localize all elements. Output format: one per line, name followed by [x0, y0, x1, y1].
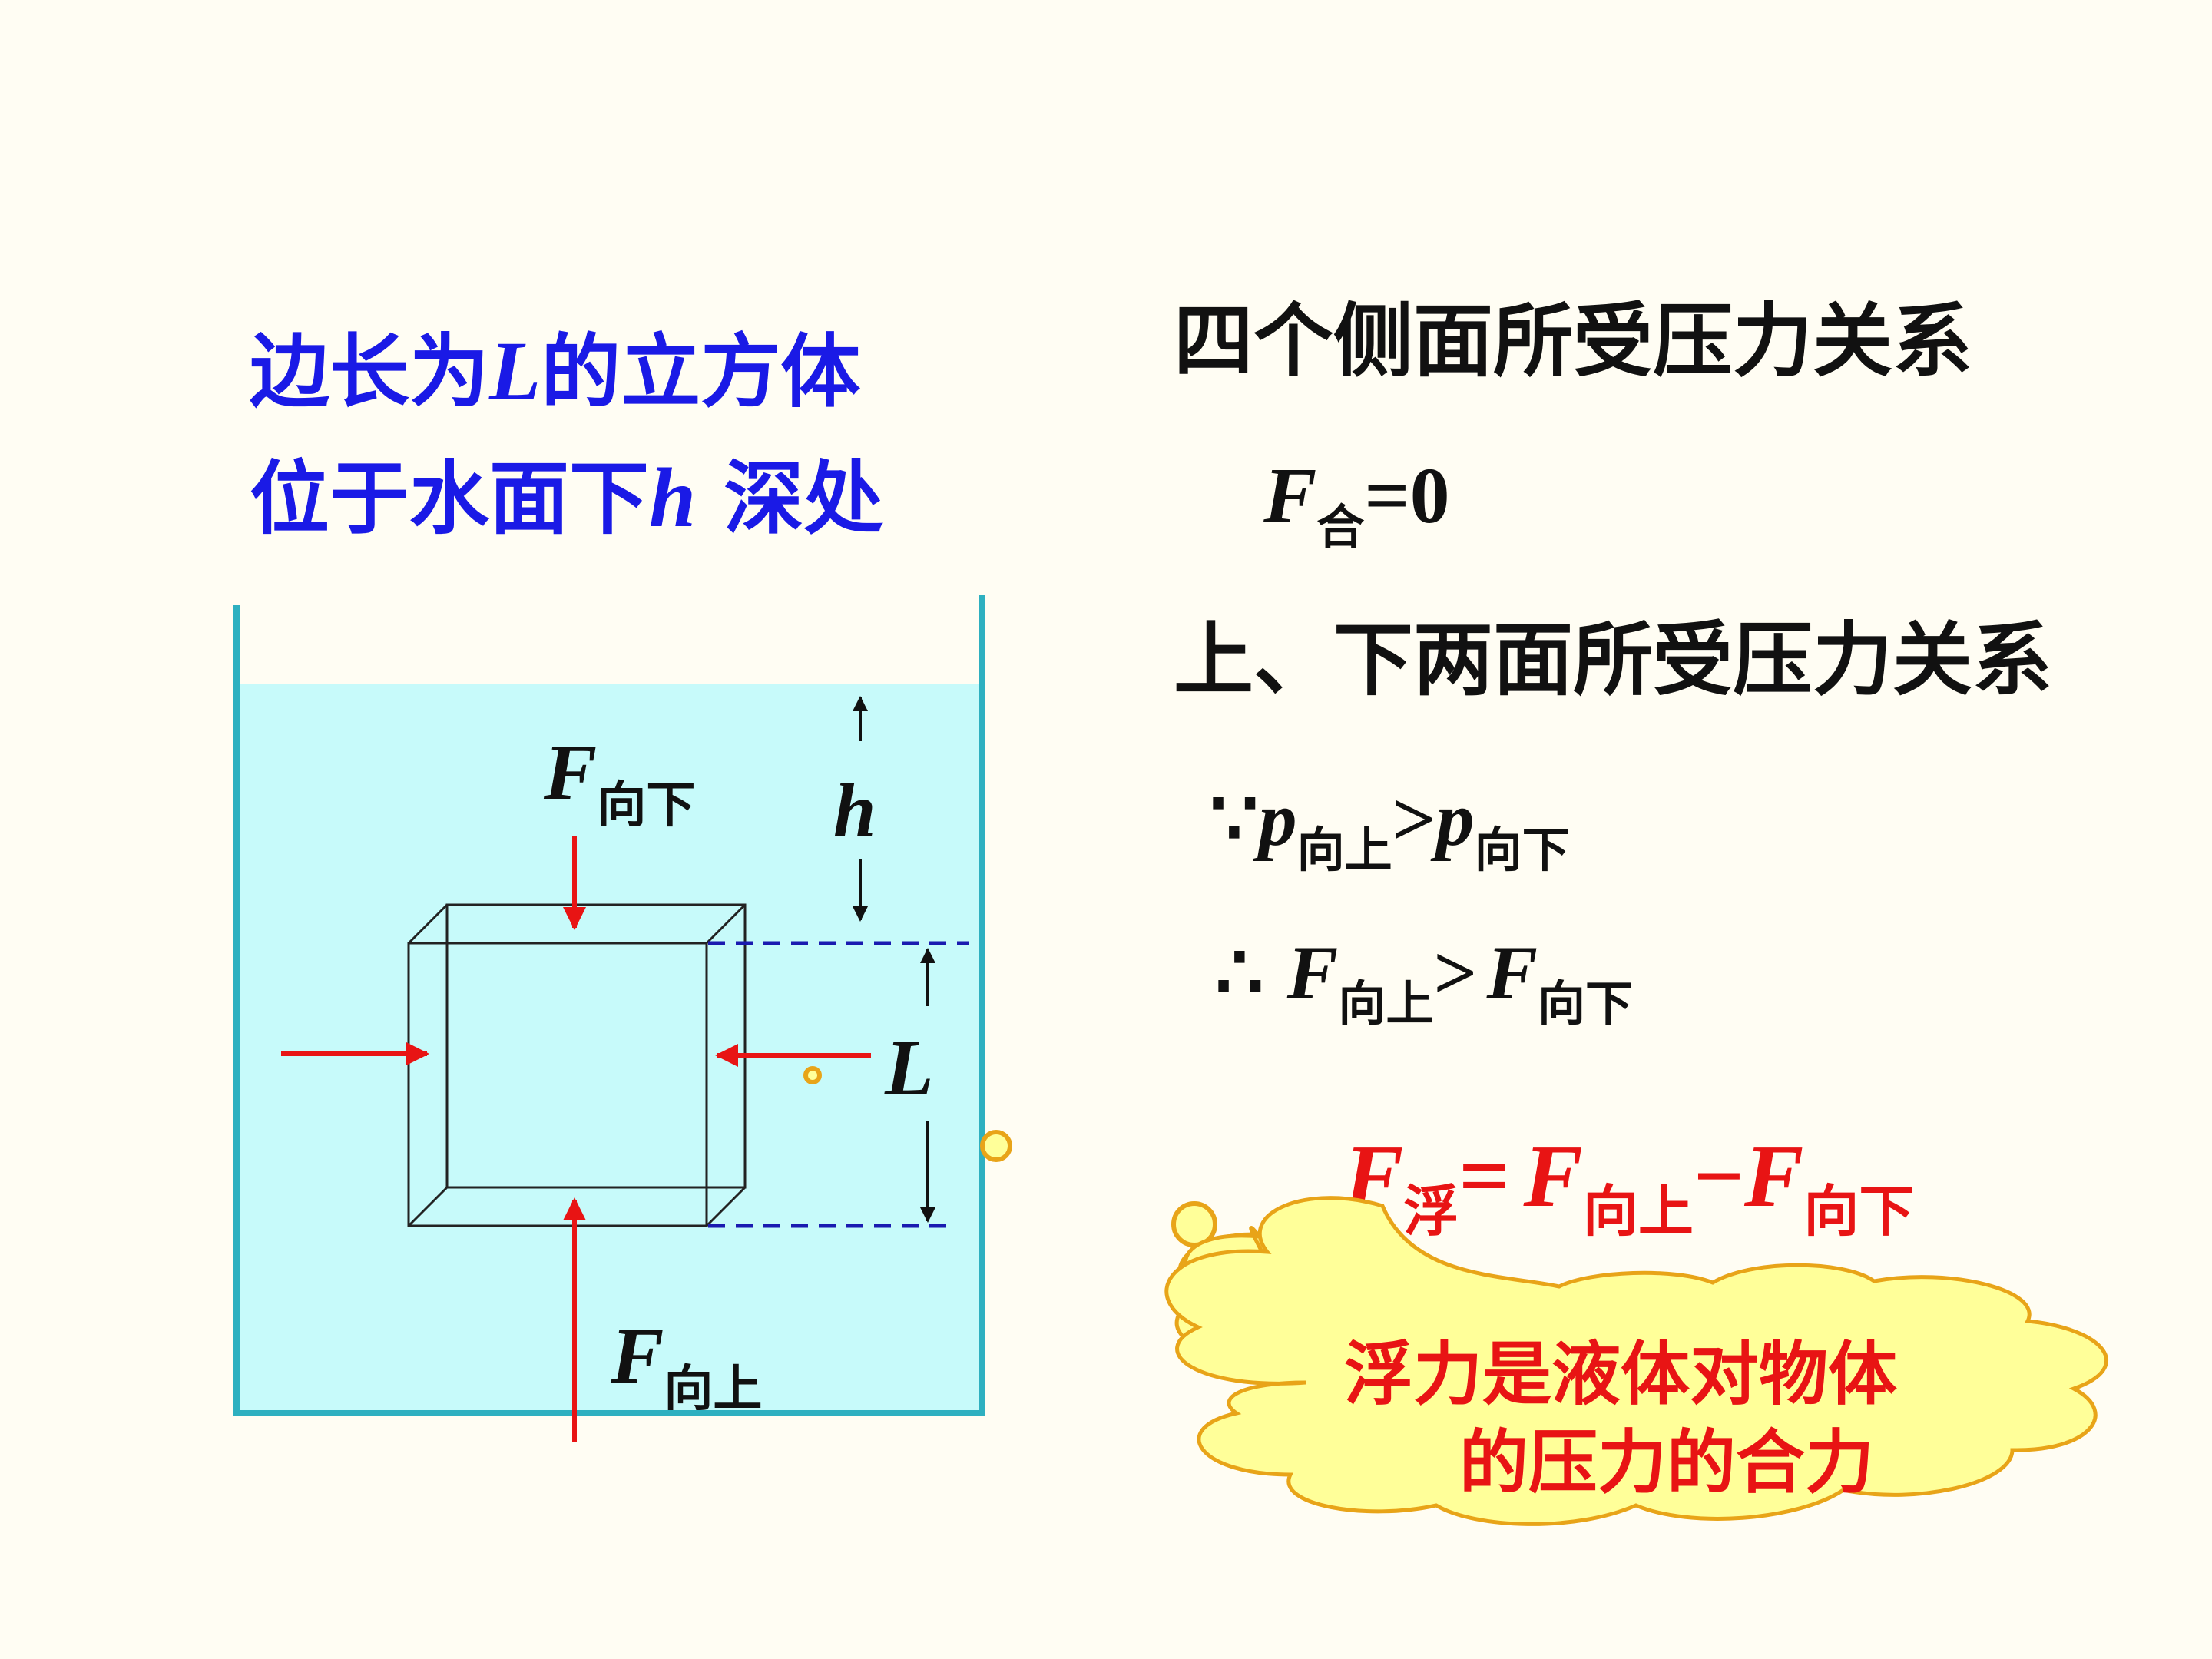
dimension-arrows	[853, 696, 935, 1223]
cube-back-face	[445, 903, 747, 1189]
water-body	[240, 684, 979, 1413]
dashed-guides	[708, 941, 969, 1228]
force-inequality: ∴F向上>F向下	[1215, 930, 1633, 1031]
cloud-line-1: 浮力是液体对物体	[1344, 1334, 1897, 1415]
label-F-up: F向上	[610, 1312, 762, 1418]
label-L: L	[884, 1024, 934, 1112]
left-heading: 边长为L的立方体 位于水面下h 深处	[250, 324, 883, 545]
force-arrows	[281, 836, 871, 1442]
bubble-medium	[980, 1130, 1012, 1162]
heading-line-2: 位于水面下h 深处	[250, 451, 883, 545]
buoyancy-formula: F浮=F向上−F向下	[1343, 1128, 1914, 1243]
bubble-small	[803, 1066, 822, 1084]
label-h: h	[833, 767, 876, 853]
cloud-line-2: 的压力的合力	[1459, 1422, 1874, 1503]
top-bottom-title: 上、下两面所受压力关系	[1174, 613, 2052, 707]
decorative-bubbles	[803, 1066, 1217, 1247]
cloud-callout: 浮力是液体对物体 的压力的合力	[1164, 1196, 2109, 1526]
side-faces-title: 四个侧面所受压力关系	[1174, 294, 1972, 388]
label-F-down: F向下	[543, 728, 695, 834]
cloud-outline	[1164, 1196, 2109, 1526]
cube-front-face	[407, 942, 708, 1227]
heading-line-1: 边长为L的立方体	[250, 324, 860, 419]
water-tank	[233, 595, 985, 1416]
pressure-inequality: ∵p向上>p向下	[1210, 777, 1570, 878]
net-force-equation: F合=0	[1263, 452, 1450, 555]
cube	[407, 903, 747, 1227]
